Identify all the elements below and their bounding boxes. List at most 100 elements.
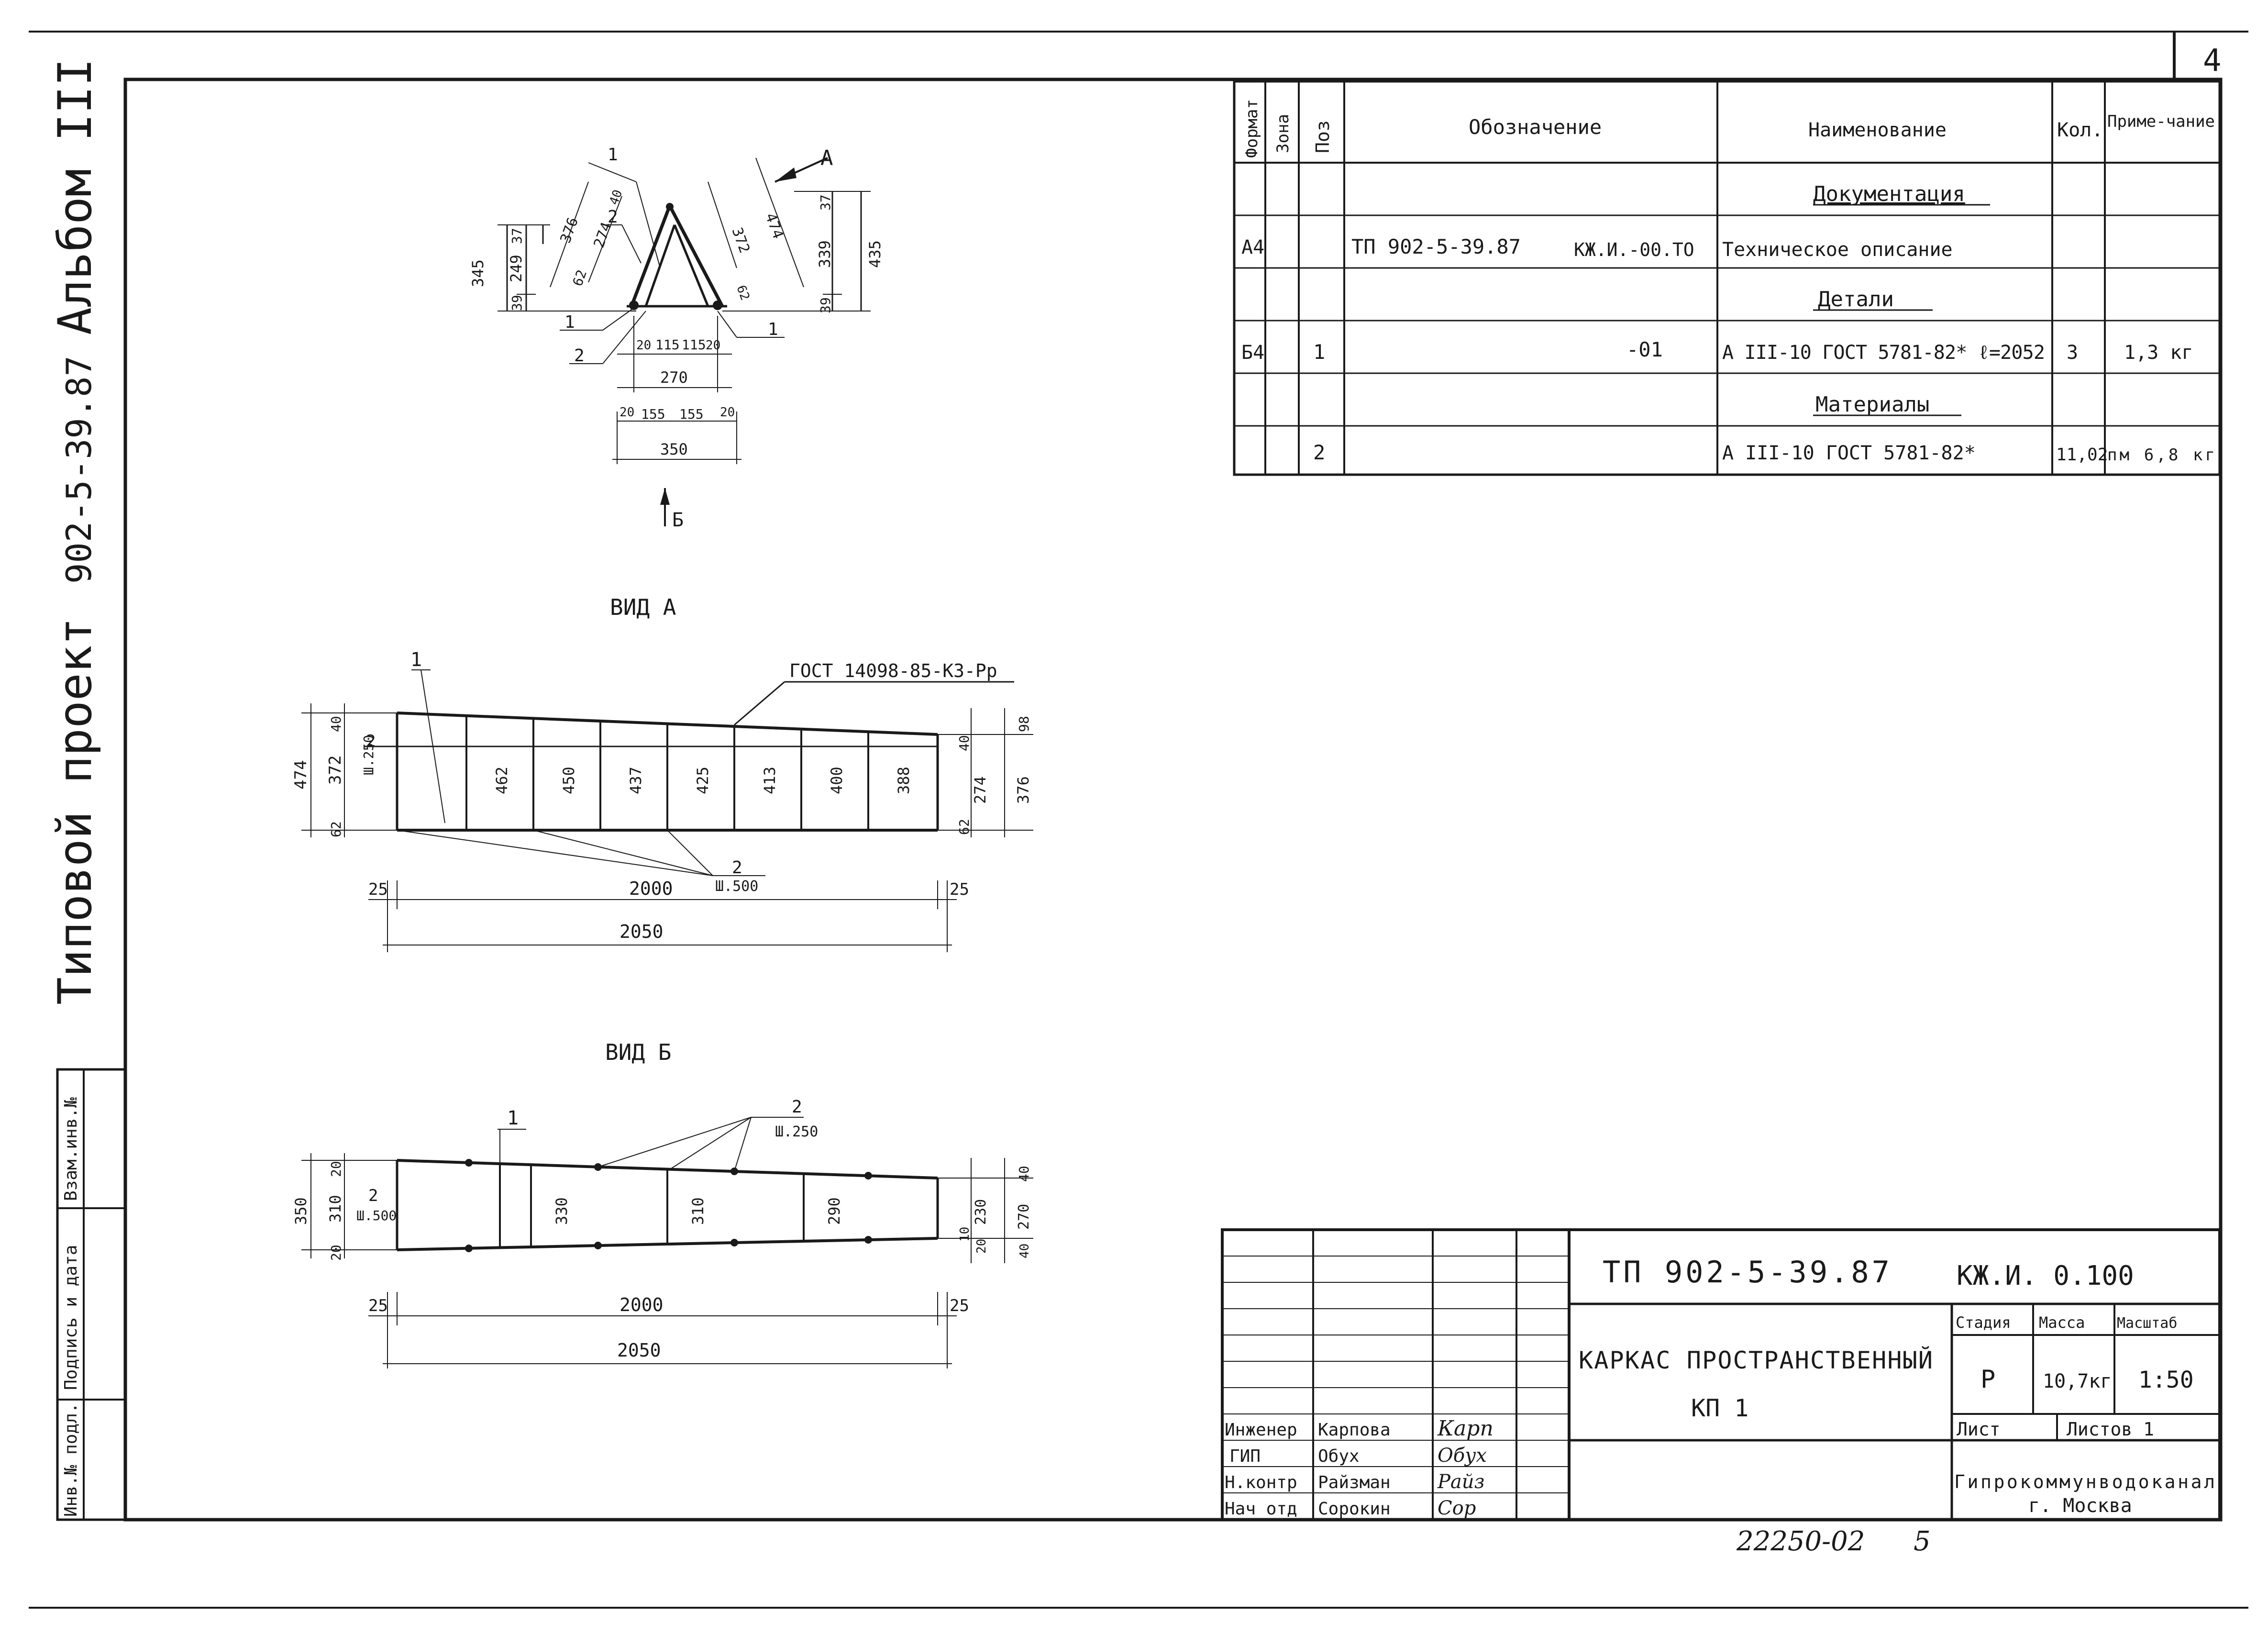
sec-callout-2a: 2 xyxy=(608,207,618,227)
tb-name-line2: КП 1 xyxy=(1691,1394,1748,1422)
row6-note: пм 6,8 кг xyxy=(2107,445,2215,465)
header-zone: Зона xyxy=(1273,114,1293,153)
tb-name-line1: КАРКАС ПРОСТРАНСТВЕННЫЙ xyxy=(1579,1346,1933,1374)
side-typical-project: Типовой проект xyxy=(48,618,102,1005)
row4-designation-code: -01 xyxy=(1626,338,1663,361)
va-height-413: 413 xyxy=(761,767,779,794)
tb-name-nachotd: Сорокин xyxy=(1318,1499,1391,1519)
sec-dim-372: 372 xyxy=(728,225,752,256)
va-height-437: 437 xyxy=(627,767,645,794)
vb-dim-25l: 25 xyxy=(368,1296,388,1315)
row4-pos: 1 xyxy=(1313,340,1325,364)
vb-dim-40b: 40 xyxy=(1018,1244,1032,1258)
side-stamp-boxes: Инв.№ подл. Подпись и дата Взам.инв.№ xyxy=(56,1068,127,1521)
tb-name-nkontr: Райзман xyxy=(1318,1473,1391,1492)
sec-dim-37a: 37 xyxy=(509,228,525,244)
tb-sign-nkontr: Райз xyxy=(1437,1471,1484,1493)
va-dim-25r: 25 xyxy=(950,880,969,899)
va-height-400: 400 xyxy=(828,767,846,794)
view-a: ВИД А 462 450 437 425 413 400 388 474 37… xyxy=(291,594,1033,952)
vb-dim-310: 310 xyxy=(326,1195,344,1223)
header-designation: Обозначение xyxy=(1469,115,1602,139)
tb-role-gip: ГИП xyxy=(1229,1446,1261,1466)
tb-sheet-label: Лист xyxy=(1957,1419,2001,1440)
tb-role-engineer: Инженер xyxy=(1225,1420,1297,1440)
side-project-code: 902-5-39.87 xyxy=(59,356,99,584)
header-name: Наименование xyxy=(1808,119,1947,141)
view-b: ВИД Б 330 310 290 350 310 20 20 2 xyxy=(292,1039,1033,1368)
va-dim-98: 98 xyxy=(1016,716,1032,732)
row2-name: Техническое описание xyxy=(1722,239,1953,261)
sec-dim-474: 474 xyxy=(762,211,786,241)
bottom-stamp-number: 5 xyxy=(1914,1526,1931,1557)
view-b-title: ВИД Б xyxy=(605,1039,671,1065)
title-block: ТП 902-5-39.87 КЖ.И. 0.100 КАРКАС ПРОСТР… xyxy=(1221,1228,2221,1521)
sec-dim-115b: 115 xyxy=(682,337,706,353)
sec-dim-339: 339 xyxy=(816,240,834,268)
sec-dim-376: 376 xyxy=(557,215,582,245)
tb-stage: Р xyxy=(1980,1365,1995,1394)
section-materials: Материалы xyxy=(1815,392,1929,417)
tb-stage-label: Стадия xyxy=(1956,1313,2011,1332)
section-view: 345 249 37 39 376 274 62 40 474 372 62 3… xyxy=(469,145,884,531)
va-dim-40r: 40 xyxy=(956,735,972,751)
tb-role-nkontr: Н.контр xyxy=(1225,1473,1297,1492)
vb-pos2-left: 2 xyxy=(368,1186,378,1205)
vb-dim-20a: 20 xyxy=(328,1161,344,1177)
side-album: Альбом III xyxy=(48,58,102,335)
arrow-b-label: Б xyxy=(672,509,684,531)
va-pos2-bottom: 2 xyxy=(732,858,742,878)
specification-table: Формат Зона Поз Обозначение Наименование… xyxy=(1233,80,2221,476)
sec-dim-20b: 20 xyxy=(706,338,720,353)
tb-doc-mark: КЖ.И. 0.100 xyxy=(1957,1260,2134,1291)
va-dim-372: 372 xyxy=(326,756,345,785)
vb-pos2-top: 2 xyxy=(792,1097,802,1117)
va-dim-2050: 2050 xyxy=(620,921,664,942)
tb-sign-engineer: Карп xyxy=(1437,1416,1494,1441)
section-documentation: Документация xyxy=(1813,182,1965,206)
tb-scale-label: Масштаб xyxy=(2117,1315,2177,1332)
tb-role-nachotd: Нач отд xyxy=(1225,1499,1297,1519)
sec-callout-2b: 2 xyxy=(574,346,585,366)
va-dim-376: 376 xyxy=(1014,776,1032,804)
arrow-a-label: А xyxy=(820,146,833,170)
tb-org-line2: г. Москва xyxy=(2028,1495,2132,1517)
box-label-inv-podl: Инв.№ подл. xyxy=(61,1403,81,1517)
sec-dim-62a: 62 xyxy=(570,267,590,288)
va-height-462: 462 xyxy=(493,767,511,794)
sec-dim-20c: 20 xyxy=(620,405,634,420)
vb-pitch-top: Ш.250 xyxy=(775,1123,818,1140)
vb-height-330: 330 xyxy=(553,1197,571,1225)
sec-callout-1a: 1 xyxy=(608,145,618,165)
vb-dim-350: 350 xyxy=(292,1197,310,1225)
sec-dim-39a: 39 xyxy=(509,295,525,311)
row4-note: 1,3 кг xyxy=(2124,342,2193,364)
vb-pos1: 1 xyxy=(507,1107,519,1129)
header-pos: Поз xyxy=(1312,120,1333,153)
va-dim-274: 274 xyxy=(971,776,989,804)
va-pitch-bottom: Ш.500 xyxy=(715,878,758,895)
va-pitch-left: Ш.250 xyxy=(361,735,376,775)
vb-dim-25r: 25 xyxy=(950,1296,969,1315)
sec-dim-40a: 40 xyxy=(607,188,625,207)
sec-dim-39b: 39 xyxy=(818,297,833,313)
header-format: Формат xyxy=(1242,99,1261,158)
row6-qty: 11,02 xyxy=(2056,445,2108,465)
row2-format: А4 xyxy=(1241,236,1264,258)
va-dim-25l: 25 xyxy=(368,880,388,899)
row2-designation: ТП 902-5-39.87 xyxy=(1351,235,1521,258)
va-dim-62: 62 xyxy=(328,821,344,837)
va-weld-spec: ГОСТ 14098-85-К3-Рр xyxy=(789,660,997,681)
row6-name: А III-10 ГОСТ 5781-82* xyxy=(1722,442,1976,464)
vb-dim-20b: 20 xyxy=(328,1245,344,1261)
sec-dim-37b: 37 xyxy=(818,194,833,211)
header-qty: Кол. xyxy=(2057,119,2103,141)
tb-mass-label: Масса xyxy=(2039,1313,2085,1332)
sec-callout-1b: 1 xyxy=(564,312,575,332)
tb-mass: 10,7кг xyxy=(2043,1370,2112,1392)
box-label-vzam-inv: Взам.инв.№ xyxy=(61,1097,81,1201)
bottom-stamp: 22250-02 xyxy=(1736,1526,1865,1557)
view-a-title: ВИД А xyxy=(610,594,676,620)
sec-dim-435: 435 xyxy=(866,240,884,268)
